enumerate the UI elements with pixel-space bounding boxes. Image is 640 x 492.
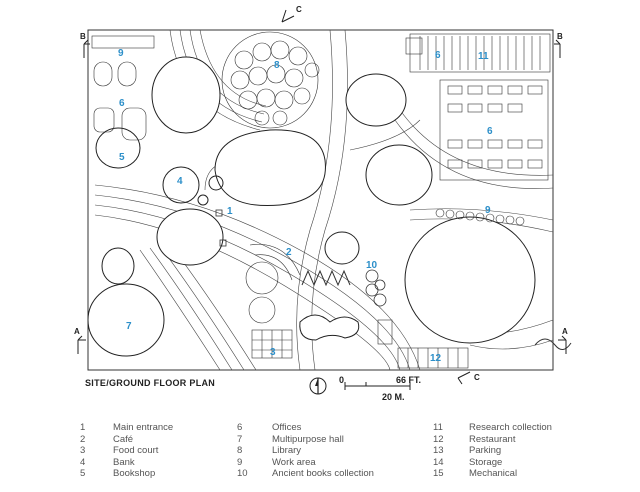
- left-offices: [91, 35, 155, 141]
- library-seating: [221, 31, 320, 129]
- room-number: 9: [485, 205, 491, 216]
- room-number: 3: [270, 347, 276, 358]
- section-marker-c-bottom: C: [457, 371, 480, 385]
- scale-meters: 20 M.: [382, 392, 405, 402]
- entrance-marker: [215, 209, 227, 247]
- room-number: 1: [227, 206, 233, 217]
- svg-text:A: A: [562, 327, 568, 336]
- section-marker-a-right: A: [558, 327, 568, 354]
- room-number: 6: [487, 126, 493, 137]
- office-furniture: [439, 79, 549, 181]
- bank-area: [162, 166, 224, 206]
- room-number: 6: [119, 98, 125, 109]
- building-volumes: [87, 56, 536, 357]
- svg-text:C: C: [296, 5, 302, 14]
- research-shelving: [405, 33, 551, 73]
- plan-title: SITE/GROUND FLOOR PLAN: [85, 378, 216, 388]
- room-number: 2: [286, 247, 292, 258]
- room-number: 10: [366, 260, 378, 271]
- north-arrow-icon: [309, 377, 327, 395]
- section-marker-a-left: A: [74, 327, 86, 354]
- work-area-chain: [435, 208, 525, 226]
- room-number: 6: [435, 50, 441, 61]
- food-court: [251, 329, 293, 359]
- room-number: 7: [126, 321, 132, 332]
- restaurant-area: [377, 319, 469, 369]
- section-marker-c-top: C: [281, 5, 302, 23]
- svg-text:B: B: [80, 32, 86, 41]
- scale-zero: 0: [339, 375, 344, 385]
- cafe-seating: [245, 244, 301, 324]
- section-marker-b-left: B: [80, 32, 90, 58]
- site-boundary: [87, 29, 554, 371]
- scale-bar: 0 66 FT. 20 M.: [339, 375, 421, 402]
- room-number: 9: [118, 48, 124, 59]
- room-number: 8: [274, 60, 280, 71]
- room-number: 12: [430, 353, 442, 364]
- svg-text:C: C: [474, 373, 480, 382]
- svg-text:A: A: [74, 327, 80, 336]
- wavy-partition: [301, 269, 351, 287]
- scale-feet: 66 FT.: [396, 375, 421, 385]
- room-number-labels: 1 2 3 4 5 6 6 6 7 8 9 9 10 11 12: [118, 48, 493, 364]
- room-number: 5: [119, 152, 125, 163]
- room-number: 4: [177, 176, 183, 187]
- svg-text:B: B: [557, 32, 563, 41]
- ancient-books-rooms: [365, 269, 387, 307]
- room-number: 11: [478, 51, 489, 62]
- section-marker-b-right: B: [554, 32, 563, 58]
- site-floor-plan: 1 2 3 4 5 6 6 6 7 8 9 9 10 11 12 B B A A…: [74, 5, 572, 402]
